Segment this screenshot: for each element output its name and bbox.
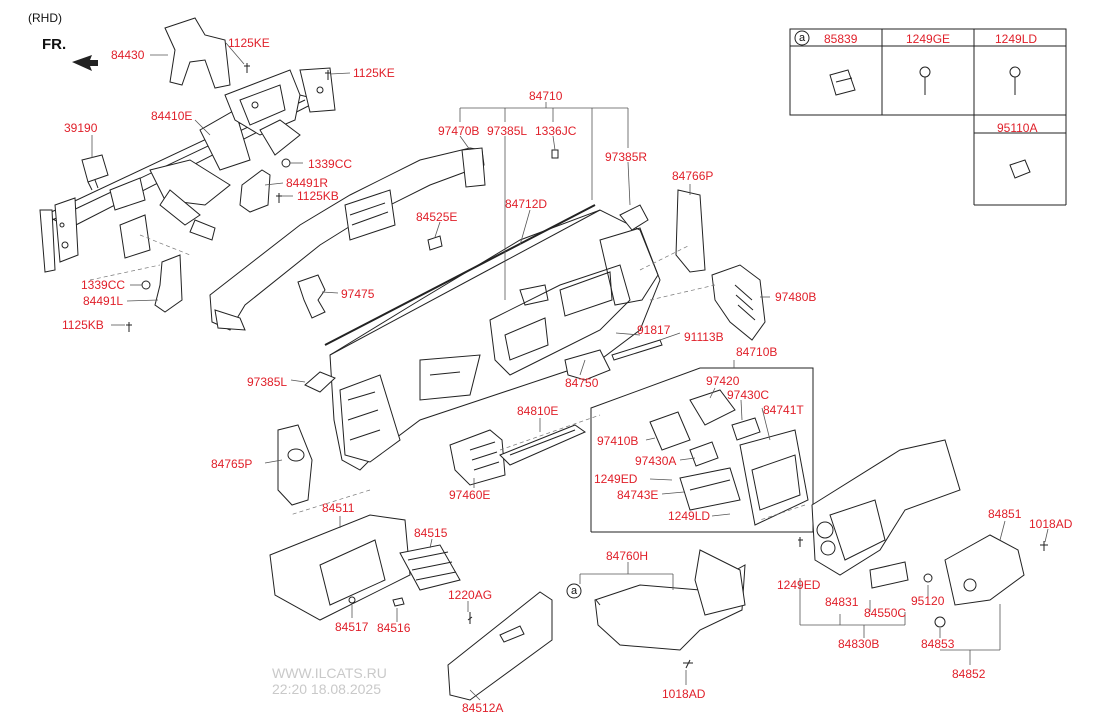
part-label[interactable]: 97430C — [727, 388, 770, 402]
part-label[interactable]: 84851 — [988, 507, 1022, 521]
part-label[interactable]: 39190 — [64, 121, 98, 135]
legend-col-1249GE[interactable]: 1249GE — [906, 32, 951, 46]
part-label[interactable]: 84830B — [838, 637, 880, 651]
part-label[interactable]: 1249LD — [668, 509, 711, 523]
module-84743E — [679, 467, 741, 511]
part-label[interactable]: 84853 — [921, 637, 955, 651]
cowl-cross-bar — [39, 67, 336, 273]
part-label[interactable]: 1339CC — [81, 278, 126, 292]
legend-marker-a: a — [799, 32, 806, 44]
part-label[interactable]: 1018AD — [662, 687, 706, 701]
part-label[interactable]: 84852 — [952, 667, 986, 681]
glove-box-door-84512A — [447, 591, 553, 701]
side-cover-84765P — [277, 424, 313, 506]
part-label[interactable]: 84710 — [529, 89, 563, 103]
vent-97460E — [449, 429, 506, 486]
part-label[interactable]: 84491R — [286, 176, 329, 190]
part-label[interactable]: 97420 — [706, 374, 740, 388]
legend-grid — [789, 28, 1067, 206]
part-label[interactable]: 84760H — [606, 549, 649, 563]
part-label[interactable]: 84710B — [736, 345, 778, 359]
bracket-84430 — [164, 17, 231, 89]
part-label[interactable]: 97385L — [247, 375, 288, 389]
part-label[interactable]: 1125KB — [62, 318, 104, 332]
cover-84810E — [499, 424, 587, 466]
part-label[interactable]: 97385R — [605, 150, 648, 164]
part-label[interactable]: 84525E — [416, 210, 458, 224]
part-label[interactable]: 84550C — [864, 606, 907, 620]
watermark-timestamp: 22:20 18.08.2025 — [272, 681, 381, 697]
bracket-84491L — [154, 254, 183, 313]
part-label[interactable]: 1018AD — [1029, 517, 1073, 531]
part-label[interactable]: 97460E — [449, 488, 491, 502]
part-label[interactable]: 84512A — [462, 701, 504, 715]
phantom-lines — [89, 234, 806, 521]
part-label[interactable]: 1336JC — [535, 124, 577, 138]
part-label[interactable]: 97410B — [597, 434, 639, 448]
front-marker: FR. — [42, 36, 67, 53]
duct-97475 — [297, 274, 326, 319]
part-label[interactable]: 84515 — [414, 526, 448, 540]
part-label[interactable]: 84810E — [517, 404, 559, 418]
bracket-84491R — [239, 169, 271, 213]
part-label[interactable]: 97385L — [487, 124, 528, 138]
part-label[interactable]: 84831 — [825, 595, 859, 609]
part-label[interactable]: 84491L — [83, 294, 124, 308]
part-label[interactable]: 84765P — [211, 457, 253, 471]
watermark-site: WWW.ILCATS.RU — [272, 665, 387, 681]
part-label[interactable]: 1125KB — [297, 189, 339, 203]
part-label[interactable]: 1339CC — [308, 157, 353, 171]
relay-39190 — [81, 154, 109, 191]
part-label[interactable]: 84430 — [111, 48, 145, 62]
leader-lines — [91, 42, 1049, 701]
part-label[interactable]: 1125KE — [353, 66, 395, 80]
part-label[interactable]: 91817 — [637, 323, 671, 337]
part-label[interactable]: 97430A — [635, 454, 677, 468]
callout-marker-a: a — [571, 585, 578, 597]
legend-col-85839[interactable]: 85839 — [824, 32, 858, 46]
legend-col-1249LD[interactable]: 1249LD — [995, 32, 1038, 46]
part-label[interactable]: 1220AG — [448, 588, 493, 602]
bezel-84741T — [739, 429, 809, 526]
part-label[interactable]: 91113B — [684, 330, 724, 344]
vent-97410B — [649, 411, 691, 451]
part-label[interactable]: 84410E — [151, 109, 193, 123]
variant-label: (RHD) — [28, 11, 62, 25]
part-label[interactable]: 97470B — [438, 124, 480, 138]
part-label[interactable]: 1249ED — [594, 472, 638, 486]
front-direction-arrow — [72, 55, 98, 71]
part-label[interactable]: 1125KE — [228, 36, 270, 50]
part-label[interactable]: 84712D — [505, 197, 548, 211]
part-label[interactable]: 84743E — [617, 488, 659, 502]
group-frame-84710B — [590, 367, 814, 533]
legend-extra-95110A[interactable]: 95110A — [997, 121, 1038, 135]
part-label[interactable]: 95120 — [911, 594, 945, 608]
part-label[interactable]: 97475 — [341, 287, 375, 301]
vent-97480B — [711, 264, 766, 341]
grille-97385L — [304, 371, 336, 393]
part-label[interactable]: 97480B — [775, 290, 817, 304]
cluster-fascia-84830B — [811, 439, 961, 576]
crash-pad-main — [324, 204, 661, 471]
side-cover-84766P — [675, 189, 706, 273]
part-label[interactable]: 84517 — [335, 620, 369, 634]
part-label[interactable]: 84766P — [672, 169, 714, 183]
part-label[interactable]: 84511 — [322, 501, 355, 515]
grille-97385R — [619, 204, 649, 231]
vent-97420 — [689, 389, 736, 426]
part-label[interactable]: 84741T — [763, 403, 804, 417]
part-label[interactable]: 84516 — [377, 621, 411, 635]
bracket-84750 — [564, 349, 611, 381]
part-label[interactable]: 1249ED — [777, 578, 821, 592]
part-label[interactable]: 84750 — [565, 376, 599, 390]
